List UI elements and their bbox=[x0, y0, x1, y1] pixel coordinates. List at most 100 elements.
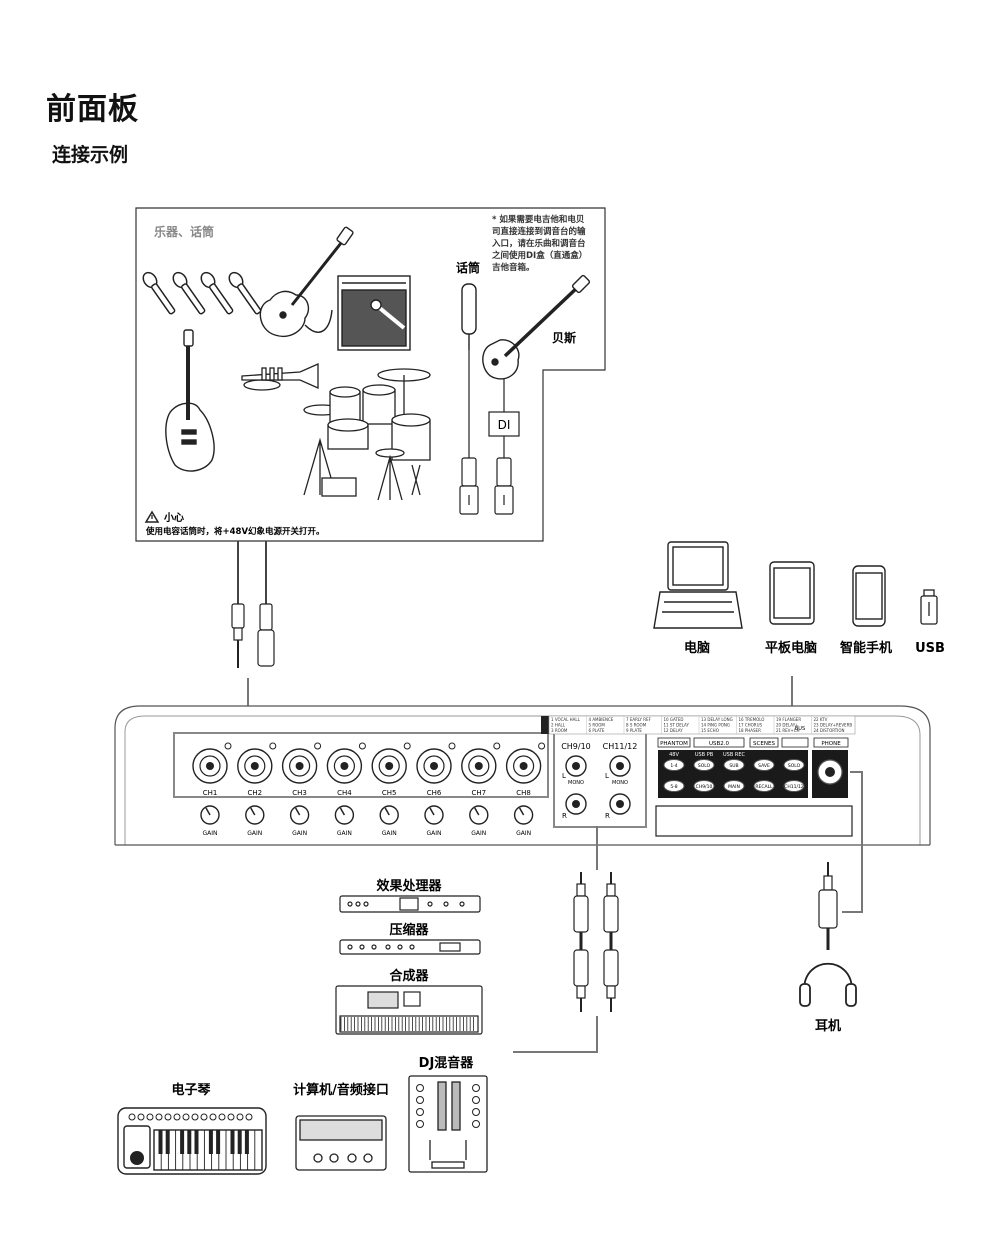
input-highlight bbox=[173, 732, 549, 798]
caution-title: 小心 bbox=[163, 511, 184, 524]
jack-cable-icon bbox=[573, 872, 619, 1012]
combo-inputs bbox=[192, 742, 546, 784]
channel-label: CH2 bbox=[247, 789, 262, 797]
tablet-icon bbox=[769, 561, 815, 625]
combo-jack[interactable] bbox=[237, 742, 277, 784]
button-panel-labels: 48V USB PB USB REC bbox=[669, 752, 745, 758]
usb-pb-solo-button[interactable] bbox=[693, 759, 715, 771]
button-label: SAVE bbox=[758, 763, 770, 769]
return-solo-button[interactable] bbox=[783, 759, 805, 771]
keyboard-label: 电子琴 bbox=[171, 1082, 211, 1098]
left-label: L bbox=[562, 772, 566, 780]
gain-knob[interactable] bbox=[200, 805, 220, 825]
combo-jack[interactable] bbox=[461, 742, 501, 784]
instruments-panel: 乐器、话筒 * 如果需要电吉他和电贝 司直接连接到调音台的输 入口，请在乐曲和调… bbox=[135, 207, 606, 542]
effect-item: 13 DELAY LONG bbox=[701, 717, 733, 722]
gain-label: GAIN bbox=[337, 830, 352, 837]
synthesizer-icon bbox=[335, 985, 483, 1035]
effect-item: 2 HALL bbox=[551, 723, 566, 728]
usb-rec-sub-button[interactable] bbox=[723, 759, 745, 771]
gain-label: GAIN bbox=[516, 830, 531, 837]
gain-knob[interactable] bbox=[379, 805, 399, 825]
channel-label: CH11/12 bbox=[603, 742, 638, 751]
mono-label: MONO bbox=[568, 780, 584, 786]
button-label: RECALL bbox=[755, 784, 773, 790]
combo-jack[interactable] bbox=[281, 742, 322, 784]
scene-recall-button[interactable] bbox=[753, 780, 775, 792]
effects-processor-label: 效果处理器 bbox=[376, 878, 442, 894]
channel-label: CH4 bbox=[337, 789, 352, 797]
di-note-line: 吉他音箱。 bbox=[492, 262, 535, 273]
gain-label: GAIN bbox=[426, 830, 441, 837]
gain-knob[interactable] bbox=[289, 805, 310, 825]
gain-knob[interactable] bbox=[245, 805, 265, 825]
effect-item: 21 REV+CH bbox=[776, 728, 800, 733]
effect-item: 3 ROOM bbox=[551, 728, 568, 733]
channel-label: CH1 bbox=[203, 789, 218, 797]
compressor-icon bbox=[339, 939, 481, 955]
mic-label: 话筒 bbox=[456, 260, 480, 275]
trumpet-icon bbox=[241, 362, 319, 391]
gain-label: GAIN bbox=[382, 830, 397, 837]
jack-hole bbox=[616, 800, 624, 808]
effect-item: 16 TREMOLO bbox=[739, 717, 765, 722]
effects-processor-icon bbox=[339, 895, 481, 913]
button-label: SUB bbox=[729, 763, 738, 769]
effect-item: 11 ST DELAY bbox=[664, 723, 690, 728]
instruments-heading: 乐器、话筒 bbox=[154, 224, 214, 239]
headphones-icon bbox=[799, 963, 857, 1007]
bass-label: 贝斯 bbox=[552, 330, 576, 345]
synth-keys bbox=[340, 1017, 475, 1031]
combo-jack[interactable] bbox=[326, 742, 366, 784]
jack-hole bbox=[572, 800, 580, 808]
page-subtitle: 连接示例 bbox=[52, 144, 129, 166]
combo-jack[interactable] bbox=[371, 742, 411, 784]
jack-hole bbox=[616, 762, 624, 770]
gain-knob[interactable] bbox=[424, 805, 444, 825]
right-label: R bbox=[605, 812, 610, 820]
usb-rec-label: USB REC bbox=[723, 752, 745, 758]
mono-label: MONO bbox=[612, 780, 628, 786]
effect-item: 1 VOCAL HALL bbox=[551, 717, 581, 722]
smartphone-icon bbox=[852, 565, 886, 627]
gain-label: GAIN bbox=[292, 830, 307, 837]
di-note-line: 之间使用DI盒（直通盒） bbox=[492, 250, 587, 261]
usb-rec-main-button[interactable] bbox=[723, 780, 745, 792]
audio-interface-icon bbox=[295, 1115, 387, 1171]
return-ch11-12-button[interactable] bbox=[783, 780, 805, 792]
gain-knob[interactable] bbox=[334, 805, 355, 825]
handheld-mic-icon bbox=[142, 271, 262, 315]
button-label: CH9/10 bbox=[696, 784, 713, 790]
effect-item: 22 KTV bbox=[814, 717, 828, 722]
di-label: DI bbox=[498, 418, 511, 432]
laptop-icon bbox=[653, 541, 743, 629]
usb-pb-ch9-10-button[interactable] bbox=[693, 780, 715, 792]
combo-jack[interactable] bbox=[192, 742, 232, 784]
warning-icon bbox=[144, 510, 160, 523]
di-note-line: 入口，请在乐曲和调音台 bbox=[491, 238, 586, 249]
tablet-label: 平板电脑 bbox=[765, 640, 817, 656]
gain-knob[interactable] bbox=[513, 805, 534, 825]
effect-item: 18 PHASER bbox=[739, 728, 762, 733]
scene-save-button[interactable] bbox=[753, 759, 775, 771]
microphone-stand-icon bbox=[461, 283, 477, 460]
phantom-1-4-button[interactable] bbox=[663, 759, 685, 771]
button-label: SOLO bbox=[788, 763, 801, 769]
effect-item: 12 DELAY bbox=[664, 728, 684, 733]
gain-knob[interactable] bbox=[469, 805, 489, 825]
channel-label: CH3 bbox=[292, 789, 307, 797]
caution-text: 使用电容话筒时，将+48V幻象电源开关打开。 bbox=[145, 526, 325, 537]
combo-jack[interactable] bbox=[416, 742, 456, 784]
combo-jack[interactable] bbox=[505, 742, 546, 784]
phantom-5-8-button[interactable] bbox=[663, 780, 685, 792]
di-note-line: * 如果需要电吉他和电贝 bbox=[492, 214, 585, 225]
jack-hole bbox=[572, 762, 580, 770]
effect-item: 5 ROOM bbox=[589, 723, 606, 728]
effect-item: 17 CHORUS bbox=[739, 723, 763, 728]
effect-item: 20 DELAY+ bbox=[776, 723, 799, 728]
synthesizer-label: 合成器 bbox=[389, 968, 429, 984]
usb-label: USB bbox=[915, 641, 945, 656]
button-label: 1-4 bbox=[670, 763, 677, 769]
usb-pb-label: USB PB bbox=[695, 752, 714, 758]
